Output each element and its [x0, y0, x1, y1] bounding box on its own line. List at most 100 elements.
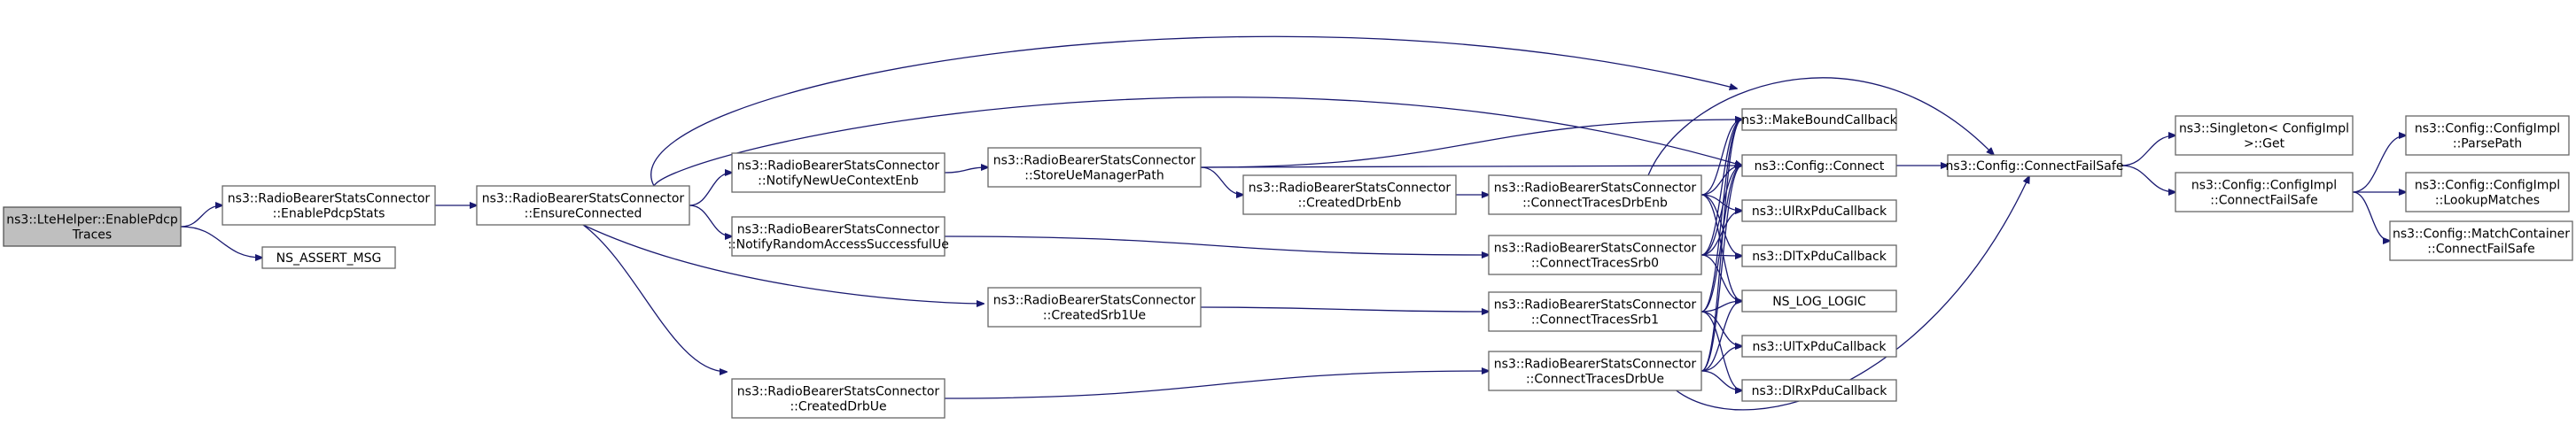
edge-ensure-to-createdsrb1: [582, 224, 984, 304]
node-box: [2405, 172, 2570, 212]
node-label-line: ns3::RadioBearerStatsConnector: [228, 192, 431, 206]
edge-connectfailsafe-to-singleton: [2121, 135, 2175, 166]
edge-ctdrbue-to-connect: [1700, 166, 1742, 372]
edge-ctdrbenb-to-connectfailsafe: [1647, 77, 1994, 176]
node-connect[interactable]: ns3::Config::Connect: [1741, 154, 1897, 177]
node-label-line: ns3::RadioBearerStatsConnector: [1494, 358, 1697, 372]
node-connectfailsafe[interactable]: ns3::Config::ConnectFailSafe: [1946, 154, 2124, 177]
node-box: [1741, 199, 1897, 222]
node-label-line: ns3::RadioBearerStatsConnector: [993, 154, 1196, 168]
node-box: [987, 287, 1202, 328]
node-enable[interactable]: ns3::RadioBearerStatsConnector::EnablePd…: [222, 185, 436, 226]
node-label-line: ::ConnectTracesDrbUe: [1526, 373, 1664, 387]
node-box: [987, 147, 1202, 188]
edge-ctsrb1-to-dlrx: [1700, 311, 1742, 390]
node-box: [2175, 172, 2354, 212]
node-ctsrb1[interactable]: ns3::RadioBearerStatsConnector::ConnectT…: [1488, 291, 1702, 332]
node-box: [261, 246, 396, 269]
edge-storeue-to-connect: [1200, 166, 1742, 167]
node-ulrx[interactable]: ns3::UlRxPduCallback: [1741, 199, 1897, 222]
node-storeue[interactable]: ns3::RadioBearerStatsConnector::StoreUeM…: [987, 147, 1202, 188]
node-label-line: ::ConnectFailSafe: [2210, 194, 2317, 208]
node-box: [1488, 351, 1702, 391]
node-lookup[interactable]: ns3::Config::ConfigImpl::LookupMatches: [2405, 172, 2570, 212]
node-box: [2405, 115, 2570, 156]
edge-storeue-to-makebound: [1200, 120, 1742, 168]
node-nslog[interactable]: NS_LOG_LOGIC: [1741, 289, 1897, 313]
node-nsassert[interactable]: NS_ASSERT_MSG: [261, 246, 396, 269]
node-label-line: ::ConnectTracesDrbEnb: [1522, 197, 1668, 211]
edge-ensure-to-connect: [653, 96, 1742, 187]
node-box: [731, 378, 946, 419]
node-label-line: ns3::Config::MatchContainer: [2393, 228, 2570, 242]
node-label-line: ::NotifyNewUeContextEnb: [758, 174, 919, 189]
node-matchcontainer[interactable]: ns3::Config::MatchContainer::ConnectFail…: [2389, 220, 2573, 261]
edges: [180, 35, 2406, 411]
edge-ensure-to-notifyrandom: [689, 205, 732, 236]
edge-ensure-to-notifynew: [689, 173, 732, 206]
nodes: ns3::LteHelper::EnablePdcpTracesns3::Rad…: [3, 108, 2573, 419]
edge-ctsrb0-to-makebound: [1700, 120, 1742, 256]
node-label-line: ::EnablePdcpStats: [273, 207, 385, 221]
node-label-line: ns3::Singleton< ConfigImpl: [2179, 122, 2349, 136]
node-label-line: ns3::RadioBearerStatsConnector: [1494, 242, 1697, 256]
node-box: [1741, 154, 1897, 177]
node-label-line: ns3::Config::Connect: [1755, 159, 1885, 174]
node-notifyrandom[interactable]: ns3::RadioBearerStatsConnector::NotifyRa…: [728, 216, 949, 257]
edge-root-to-nsassert: [180, 226, 262, 258]
edge-createdsrb1-to-ctsrb1: [1200, 306, 1489, 312]
node-box: [1741, 289, 1897, 313]
node-label-line: ns3::DlRxPduCallback: [1752, 384, 1888, 398]
node-box: [731, 152, 946, 193]
edge-connectfailsafe-to-cimplcfs: [2121, 165, 2175, 192]
node-box: [3, 206, 182, 247]
node-ctdrbenb[interactable]: ns3::RadioBearerStatsConnector::ConnectT…: [1488, 174, 1702, 215]
node-label-line: ns3::MakeBoundCallback: [1741, 113, 1897, 127]
node-createddrbue[interactable]: ns3::RadioBearerStatsConnector::CreatedD…: [731, 378, 946, 419]
node-label-line: ns3::RadioBearerStatsConnector: [1494, 298, 1697, 313]
node-label-line: ns3::RadioBearerStatsConnector: [993, 294, 1196, 308]
node-box: [731, 216, 946, 257]
node-dlrx[interactable]: ns3::DlRxPduCallback: [1741, 379, 1897, 402]
edge-storeue-to-createddrbenb: [1200, 166, 1243, 195]
node-label-line: ns3::DlTxPduCallback: [1752, 250, 1887, 264]
node-ensure[interactable]: ns3::RadioBearerStatsConnector::EnsureCo…: [476, 185, 690, 226]
node-singleton[interactable]: ns3::Singleton< ConfigImpl >::Get: [2175, 115, 2354, 156]
node-makebound[interactable]: ns3::MakeBoundCallback: [1741, 108, 1898, 131]
edge-ctsrb0-to-nslog: [1700, 254, 1742, 301]
edge-notifyrandom-to-ctsrb0: [944, 235, 1489, 255]
edge-ctdrbue-to-nslog: [1700, 301, 1742, 372]
node-box: [1741, 335, 1897, 358]
edge-ensure-to-createddrbue: [582, 224, 727, 372]
node-box: [1741, 379, 1897, 402]
node-createddrbenb[interactable]: ns3::RadioBearerStatsConnector::CreatedD…: [1242, 174, 1457, 215]
node-cimplcfs[interactable]: ns3::Config::ConfigImpl::ConnectFailSafe: [2175, 172, 2354, 212]
node-ctsrb0[interactable]: ns3::RadioBearerStatsConnector::ConnectT…: [1488, 235, 1702, 275]
edge-cimplcfs-to-parsepath: [2352, 135, 2406, 193]
node-label-line: ::ConnectFailSafe: [2427, 243, 2534, 257]
node-ctdrbue[interactable]: ns3::RadioBearerStatsConnector::ConnectT…: [1488, 351, 1702, 391]
node-label-line: ::CreatedDrbUe: [790, 400, 886, 414]
node-ultx[interactable]: ns3::UlTxPduCallback: [1741, 335, 1897, 358]
edge-ctsrb0-to-ulrx: [1700, 211, 1742, 256]
node-box: [476, 185, 690, 226]
edge-root-to-enable: [180, 205, 222, 228]
node-label-line: ns3::LteHelper::EnablePdcp: [6, 213, 178, 228]
node-label-line: ns3::UlRxPduCallback: [1752, 205, 1887, 219]
node-label-line: ns3::RadioBearerStatsConnector: [737, 159, 940, 174]
node-label-line: ::NotifyRandomAccessSuccessfulUe: [728, 238, 949, 252]
node-dltx[interactable]: ns3::DlTxPduCallback: [1741, 244, 1897, 267]
node-label-line: ns3::Config::ConfigImpl: [2415, 122, 2560, 136]
node-label-line: ns3::RadioBearerStatsConnector: [1249, 181, 1451, 196]
node-label-line: ns3::Config::ConfigImpl: [2415, 179, 2560, 193]
node-label-line: ::CreatedDrbEnb: [1298, 197, 1402, 211]
edge-notifynew-to-storeue: [944, 167, 988, 174]
node-label-line: Traces: [72, 228, 112, 243]
node-box: [2175, 115, 2354, 156]
node-parsepath[interactable]: ns3::Config::ConfigImpl::ParsePath: [2405, 115, 2570, 156]
node-label-line: ::CreatedSrb1Ue: [1043, 309, 1146, 323]
edge-ensure-to-makebound: [650, 35, 1737, 187]
node-notifynew[interactable]: ns3::RadioBearerStatsConnector::NotifyNe…: [731, 152, 946, 193]
node-createdsrb1[interactable]: ns3::RadioBearerStatsConnector::CreatedS…: [987, 287, 1202, 328]
